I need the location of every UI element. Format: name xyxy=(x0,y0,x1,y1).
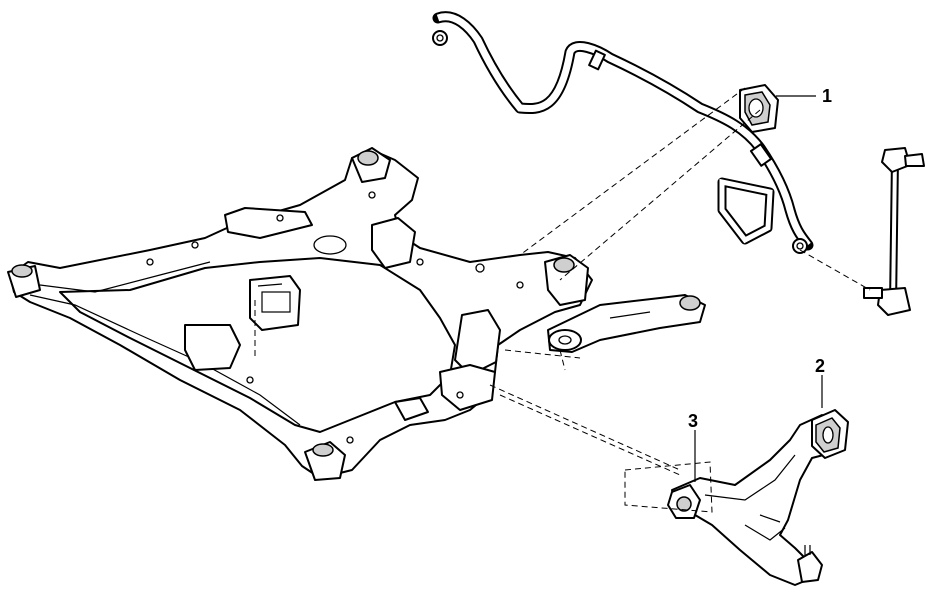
callout-3: 3 xyxy=(688,411,698,482)
callout-1-label: 1 xyxy=(822,86,832,106)
front-subframe xyxy=(7,147,593,481)
stabilizer-bushing xyxy=(739,84,779,133)
callout-2-label: 2 xyxy=(815,356,825,376)
assembly-guide-lines xyxy=(254,87,871,513)
sensor-module xyxy=(249,275,301,331)
stabilizer-link xyxy=(863,147,925,316)
lower-control-arm xyxy=(667,409,849,586)
stabilizer-bar xyxy=(432,11,814,254)
callout-1: 1 xyxy=(776,86,832,106)
callout-3-label: 3 xyxy=(688,411,698,431)
tension-rod xyxy=(547,294,706,353)
callout-2: 2 xyxy=(815,356,825,408)
